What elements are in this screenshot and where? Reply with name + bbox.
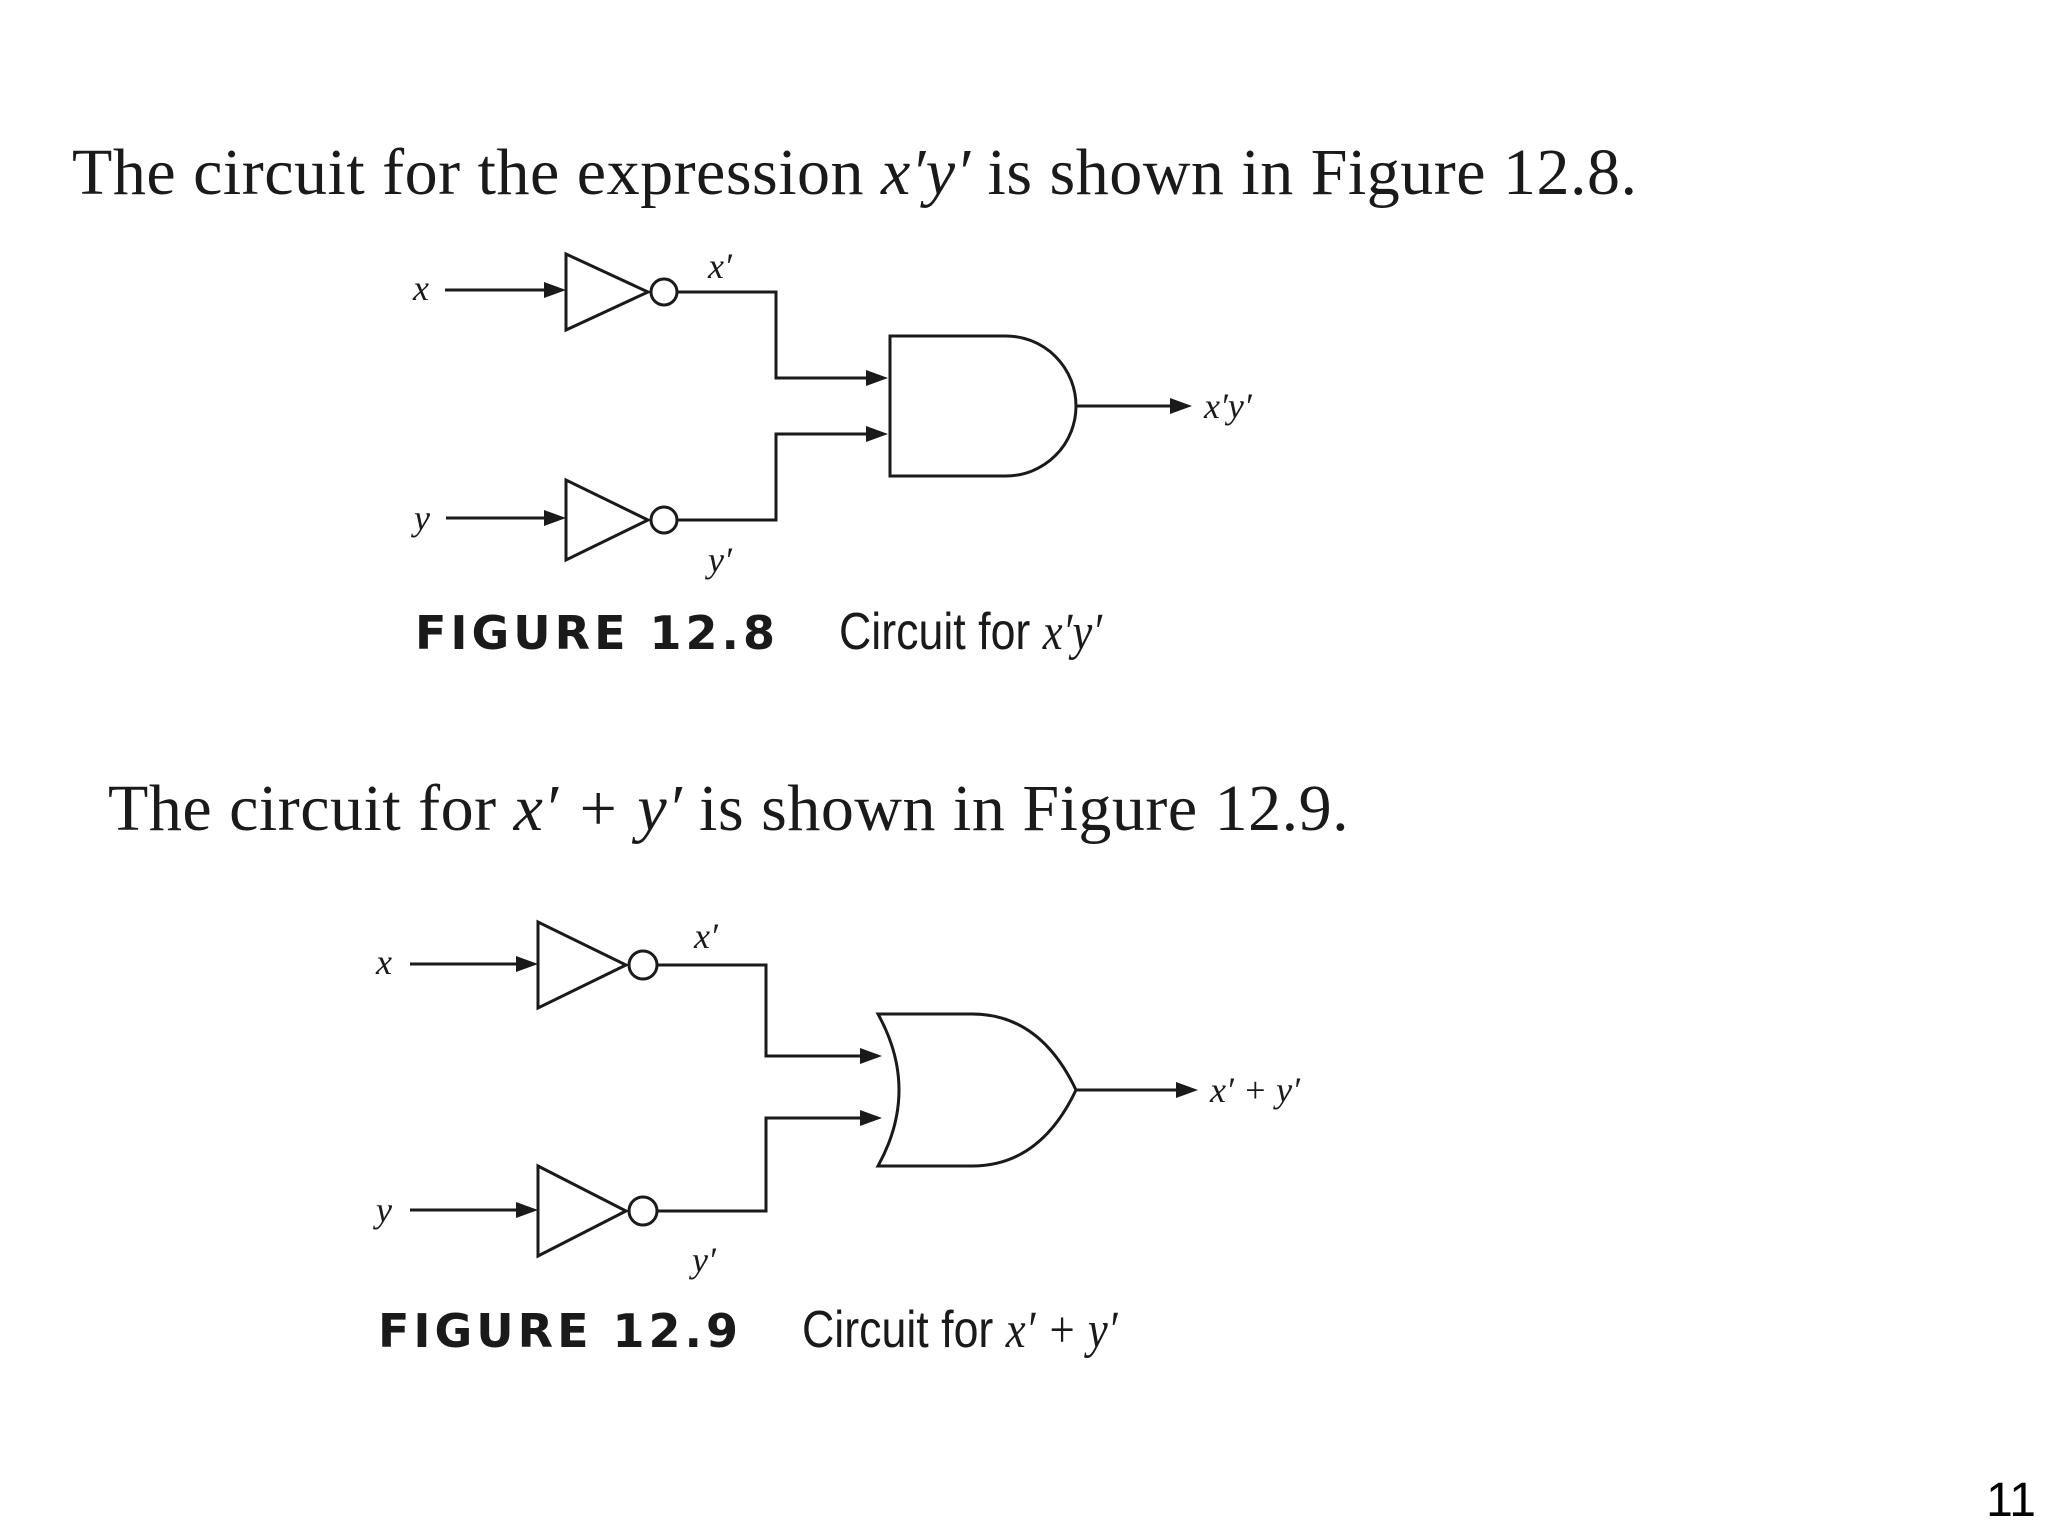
not-y-wire	[657, 1116, 862, 1213]
arrowhead	[866, 370, 888, 386]
output-label: x′ + y′	[1209, 1070, 1301, 1110]
sentence-text: The circuit for the expression	[72, 136, 882, 209]
arrowhead	[544, 282, 566, 298]
caption-math: x′y′	[1042, 604, 1103, 661]
output-label: x′y′	[1203, 386, 1253, 426]
arrowhead	[860, 1048, 882, 1064]
arrowhead	[860, 1110, 882, 1126]
and-gate	[888, 334, 1078, 478]
inverter-bubble-x	[627, 949, 659, 981]
caption-math: x′ + y′	[1005, 1302, 1118, 1359]
or-gate	[875, 1012, 1078, 1168]
caption-text: Circuit for	[839, 603, 1043, 661]
page-number: 11	[1986, 1474, 2036, 1527]
sentence-text: is shown in Figure 12.9.	[682, 772, 1350, 845]
figure-number: FIGURE 12.8	[415, 606, 780, 660]
input-x-label: x	[412, 268, 429, 308]
input-x-label: x	[375, 942, 392, 982]
figure-caption-text: Circuit for x′ + y′	[802, 1304, 1118, 1357]
intro-sentence-or: The circuit for x′ + y′ is shown in Figu…	[108, 776, 1349, 842]
not-gate-y	[536, 1163, 630, 1259]
not-y-label: y′	[705, 540, 733, 580]
not-x-label: x′	[707, 246, 733, 286]
arrowhead	[1176, 1082, 1198, 1098]
not-x-label: x′	[693, 916, 719, 956]
figure-caption-12-9: FIGURE 12.9 Circuit for x′ + y′	[378, 1304, 1169, 1357]
arrowhead	[516, 1202, 538, 1218]
caption-text: Circuit for	[802, 1301, 1006, 1359]
arrowhead	[516, 956, 538, 972]
input-y-label: y	[411, 498, 430, 538]
figure-caption-text: Circuit for x′y′	[839, 606, 1102, 659]
not-gate-x	[564, 251, 652, 333]
figure-number: FIGURE 12.9	[378, 1304, 743, 1358]
arrowhead	[544, 510, 566, 526]
input-y-label: y	[373, 1190, 392, 1230]
sentence-text: The circuit for	[108, 772, 514, 845]
not-x-wire	[677, 290, 868, 380]
arrowhead	[866, 426, 888, 442]
intro-sentence-and: The circuit for the expression x′y′ is s…	[72, 140, 1638, 206]
not-y-wire	[677, 432, 868, 522]
arrowhead	[1170, 398, 1192, 414]
sentence-math: x′ + y′	[513, 772, 683, 845]
figure-caption-12-8: FIGURE 12.8 Circuit for x′y′	[415, 606, 1145, 659]
inverter-bubble-y	[627, 1195, 659, 1227]
sentence-math: x′y′	[881, 136, 971, 209]
not-x-wire	[657, 963, 862, 1058]
sentence-text: is shown in Figure 12.8.	[970, 136, 1638, 209]
not-gate-x	[536, 919, 630, 1011]
not-y-label: y′	[689, 1240, 717, 1280]
not-gate-y	[564, 477, 652, 563]
